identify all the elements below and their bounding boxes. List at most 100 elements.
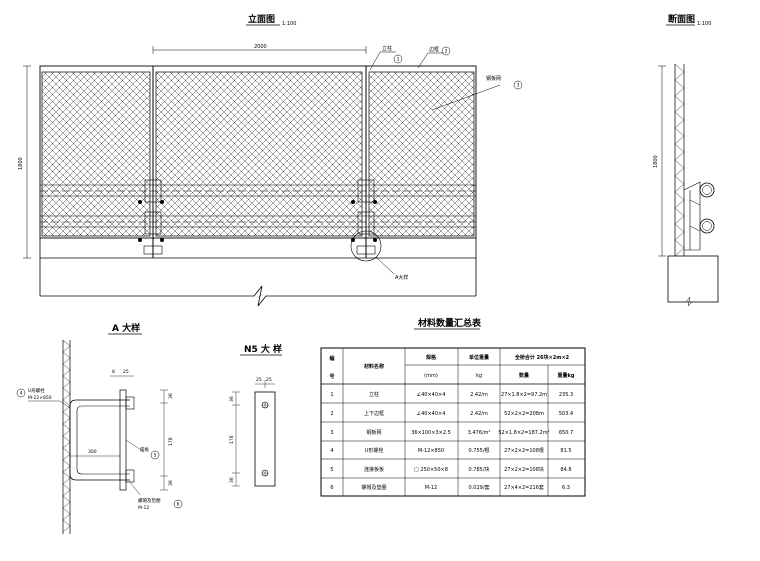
cell-name: 钢板网 bbox=[366, 429, 381, 436]
detail-a-dim-36b: 36 bbox=[168, 480, 174, 486]
section-scale: 1:100 bbox=[697, 21, 711, 27]
table-row: 4 U形螺栓 M-12×850 0.755/根 27×2×2=108根 81.5 bbox=[330, 447, 571, 454]
cell-name: 螺帽及垫圈 bbox=[361, 484, 386, 491]
section-view: 断面图 1:100 1800 bbox=[653, 13, 719, 307]
cell-qty: 27×2×2=108根 bbox=[504, 447, 544, 454]
cell-unit: 2.42/m bbox=[470, 411, 488, 417]
cell-qty: 27×1.8×2=97.2m bbox=[501, 392, 547, 398]
cell-qty: 27×2×2=108块 bbox=[504, 466, 544, 473]
cell-weight: 650.7 bbox=[559, 430, 573, 436]
th-qty: 数量 bbox=[519, 372, 529, 379]
cell-unit: 2.42/m bbox=[470, 392, 488, 398]
cell-qty: 52×2×2=208m bbox=[504, 411, 544, 417]
cell-name: U形螺栓 bbox=[365, 447, 384, 454]
cell-no: 4 bbox=[330, 448, 333, 454]
detail-n5-title: N5 大 样 bbox=[244, 343, 282, 355]
mesh-panel-right bbox=[368, 71, 475, 237]
detail-a-dim-25: 25 bbox=[123, 369, 129, 375]
detail-a-callout-circle bbox=[350, 230, 382, 262]
th-no-bottom: 号 bbox=[329, 373, 334, 380]
section-title: 断面图 bbox=[668, 13, 695, 25]
elevation-height-dim: 1800 bbox=[18, 157, 24, 170]
cell-no: 2 bbox=[330, 411, 333, 417]
label-frame: 边框 bbox=[429, 46, 439, 53]
table-row: 3 钢板网 36×100×3×2.5 3.476/m² 52×1.8×2=187… bbox=[330, 429, 573, 436]
detail-a-bolt-spec: M-12×850 bbox=[28, 395, 52, 401]
detail-a-dim-36a: 36 bbox=[168, 393, 174, 399]
section-height-dim: 1800 bbox=[653, 155, 659, 168]
label-post: 立柱 bbox=[382, 45, 392, 52]
detail-n5-dim-36b: 36 bbox=[229, 477, 235, 483]
cell-unit: 0.755/根 bbox=[469, 447, 490, 454]
cell-name: 上下边框 bbox=[364, 410, 384, 417]
table-title: 材料数量汇总表 bbox=[417, 317, 482, 329]
cell-qty: 27×4×2=216套 bbox=[504, 484, 544, 491]
th-spec: 规格 bbox=[426, 354, 437, 361]
detail-a-plate-label: 座板 bbox=[140, 446, 149, 453]
label-mesh: 钢板网 bbox=[486, 75, 501, 82]
cell-spec: M-12 bbox=[425, 485, 437, 491]
detail-a-nut-no: 6 bbox=[177, 502, 180, 508]
th-total: 全桥合计 26块×2m×2 bbox=[514, 354, 570, 361]
cell-no: 5 bbox=[330, 467, 333, 473]
bolt-cluster-left bbox=[138, 179, 164, 255]
cell-no: 3 bbox=[330, 430, 333, 436]
cell-weight: 6.3 bbox=[562, 485, 570, 491]
th-unit-weight-unit: kg bbox=[476, 373, 482, 379]
detail-a-bolt-no: 4 bbox=[20, 391, 23, 397]
mesh-panel-left bbox=[41, 71, 151, 237]
cell-spec: ∠40×40×4 bbox=[417, 411, 446, 417]
detail-n5-view: N5 大 样 25 25 36 178 36 bbox=[229, 343, 282, 487]
th-unit-weight: 单位重量 bbox=[469, 354, 489, 361]
detail-n5-dim-178: 178 bbox=[229, 435, 235, 444]
cell-weight: 81.5 bbox=[560, 448, 571, 454]
cell-name: 立柱 bbox=[369, 391, 379, 398]
elevation-scale: 1:100 bbox=[282, 21, 296, 27]
cell-unit: 3.476/m² bbox=[468, 430, 491, 436]
detail-a-dim-178: 178 bbox=[168, 437, 174, 446]
cell-no: 6 bbox=[330, 485, 333, 491]
th-weight: 重量kg bbox=[558, 372, 575, 379]
mesh-panel-middle bbox=[155, 71, 363, 237]
detail-n5-dim-25b: 25 bbox=[266, 377, 272, 383]
detail-a-callout-label: A大样 bbox=[395, 274, 408, 281]
detail-a-bolt-label: U形螺栓 bbox=[28, 387, 45, 394]
cell-spec: M-12×850 bbox=[418, 448, 444, 454]
table-row: 1 立柱 ∠40×40×4 2.42/m 27×1.8×2=97.2m 235.… bbox=[330, 391, 573, 398]
cell-weight: 503.4 bbox=[559, 411, 573, 417]
cell-spec: 36×100×3×2.5 bbox=[411, 430, 451, 436]
cell-spec: □ 250×50×8 bbox=[414, 467, 448, 473]
cell-unit: 0.785/块 bbox=[469, 466, 490, 473]
connection-plate bbox=[254, 391, 276, 487]
detail-a-view: A 大样 8 25 300 36 178 36 4 U形螺栓 M-12×850 bbox=[16, 322, 183, 534]
label-mesh-no: 3 bbox=[517, 83, 520, 89]
label-post-no: 1 bbox=[397, 57, 400, 63]
th-no-top: 编 bbox=[329, 355, 334, 362]
cell-spec: ∠40×40×4 bbox=[417, 392, 446, 398]
detail-a-plate-no: 5 bbox=[154, 453, 157, 459]
base-plate bbox=[119, 389, 127, 491]
th-spec-unit: (mm) bbox=[424, 373, 438, 379]
detail-n5-dim-36a: 36 bbox=[229, 396, 235, 402]
elevation-view: 立面图 1:100 2000 1800 bbox=[18, 13, 523, 307]
label-frame-no: 2 bbox=[445, 49, 448, 55]
cell-unit: 0.029/套 bbox=[469, 484, 490, 491]
detail-n5-dim-25a: 25 bbox=[256, 377, 262, 383]
detail-a-title: A 大样 bbox=[112, 322, 140, 334]
elevation-title: 立面图 bbox=[248, 13, 275, 25]
cell-weight: 84.8 bbox=[560, 467, 571, 473]
detail-a-dim-8: 8 bbox=[112, 369, 115, 375]
detail-a-nut-spec: M-12 bbox=[138, 505, 149, 511]
elevation-width-dim: 2000 bbox=[254, 44, 267, 50]
cell-no: 1 bbox=[330, 392, 333, 398]
material-table: 材料数量汇总表 编 号 材料名称 规格 (mm) 单位重量 kg 全桥合计 26… bbox=[320, 317, 586, 497]
table-row: 6 螺帽及垫圈 M-12 0.029/套 27×4×2=216套 6.3 bbox=[330, 484, 570, 491]
detail-a-nut-label: 螺帽及垫圈 bbox=[138, 497, 161, 504]
th-name: 材料名称 bbox=[364, 363, 384, 370]
table-row: 5 连接板板 □ 250×50×8 0.785/块 27×2×2=108块 84… bbox=[330, 466, 571, 473]
cell-weight: 235.3 bbox=[559, 392, 573, 398]
elevation-frame bbox=[39, 65, 477, 239]
table-row: 2 上下边框 ∠40×40×4 2.42/m 52×2×2=208m 503.4 bbox=[330, 410, 573, 417]
cell-qty: 52×1.8×2=187.2m² bbox=[498, 430, 549, 436]
